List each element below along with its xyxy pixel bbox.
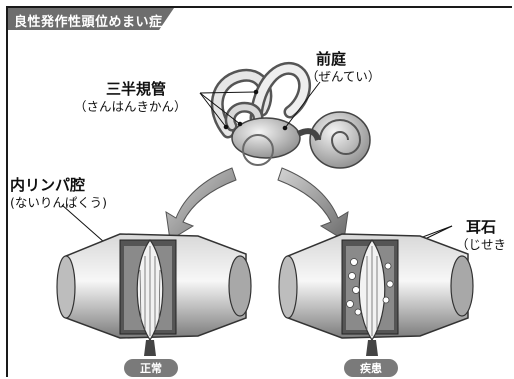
endolymph-reading: (ないりんぱくう) [10,195,108,210]
title-banner [8,8,174,30]
normal-badge: 正常 [124,359,178,377]
figure-frame [6,6,512,377]
otolith-reading: （じせき [456,237,507,252]
magnify-circle [242,134,274,166]
arrow-left [165,167,237,241]
sankanki-reading: （さんはんきかん） [74,99,187,114]
zentei-reading: （ぜんてい） [306,69,381,84]
disease-badge: 疾患 [344,359,398,377]
disease-section [278,233,474,356]
arrow-right [277,167,349,241]
figure-title: 良性発作性頭位めまい症 [14,15,163,30]
zentei-label: 前庭 [316,50,347,68]
inner-ear-illustration [210,62,371,169]
endolymph-label: 内リンパ腔 [10,176,86,194]
otolith-label: 耳石 [466,218,497,236]
normal-section [56,233,252,356]
otolith-particles [346,258,394,316]
sankanki-label: 三半規管 [106,80,167,98]
